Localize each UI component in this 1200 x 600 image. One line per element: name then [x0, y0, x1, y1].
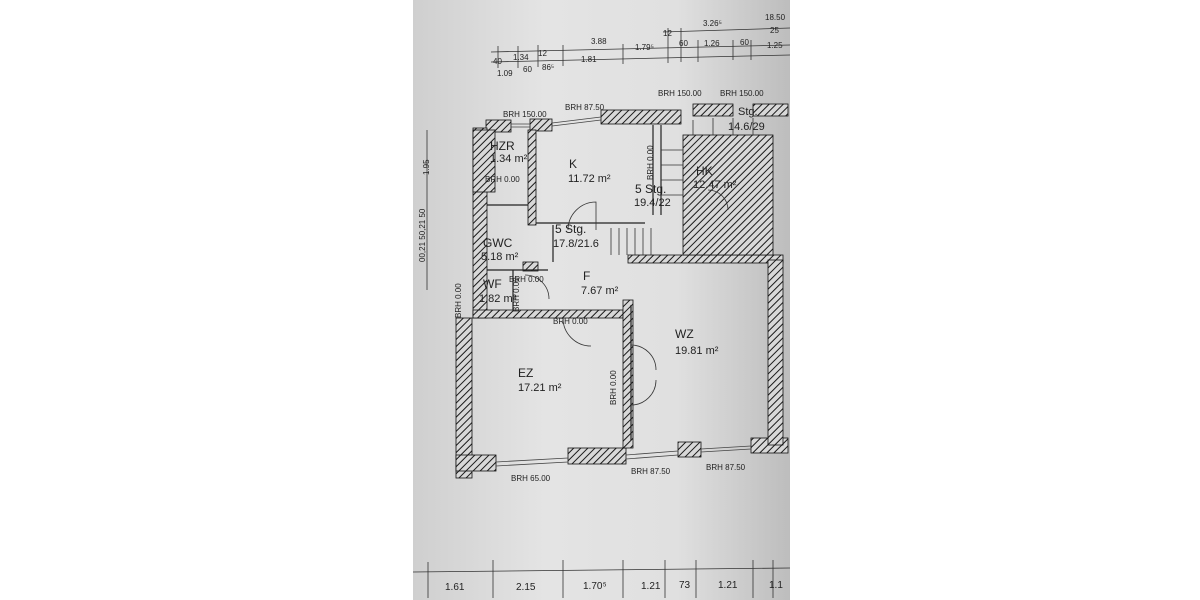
dim-top-6: 1.34 — [513, 53, 529, 62]
floor-plan-drawing: 3.26⁵ 18.50 12 25 40 1.34 12 3.88 1.79⁵ … — [413, 13, 790, 598]
stair-label-2: 5 Stg. — [555, 222, 586, 236]
stair-value-3: 14.6/29 — [728, 121, 765, 133]
dim-top-3: 12 — [663, 29, 672, 38]
dim-top-1: 3.26⁵ — [703, 19, 722, 28]
room-area-wf: 1.82 m² — [479, 293, 517, 305]
room-name-hzr: HZR — [490, 139, 515, 153]
dim-bottom-3: 1.70⁵ — [583, 581, 607, 592]
dim-top-2: 18.50 — [765, 13, 786, 22]
room-area-k: 11.72 m² — [568, 173, 611, 185]
dim-top-10: 60 — [679, 39, 688, 48]
dim-bottom-4: 1.21 — [641, 581, 661, 592]
room-name-k: K — [569, 157, 577, 171]
dim-top-15: 60 — [523, 65, 532, 74]
window-label-4: BRH 150.00 — [720, 89, 764, 98]
window-label-10: BRH 0.00 — [454, 283, 463, 318]
dim-bottom-2: 2.15 — [516, 582, 536, 593]
room-area-gwc: 5.18 m² — [481, 251, 519, 263]
dim-top-16: 86⁵ — [542, 63, 554, 72]
room-area-wz: 19.81 m² — [675, 345, 719, 357]
room-name-wf: WF — [483, 277, 502, 291]
dim-top-17: 1.81 — [581, 55, 597, 64]
window-label-12: BRH 65.00 — [511, 474, 551, 483]
dim-top-8: 3.88 — [591, 37, 607, 46]
window-label-9: BRH 0.00 — [646, 145, 655, 180]
dim-left-2: 00,21 50,21 50 — [418, 208, 427, 262]
dim-left-1: 1.95 — [422, 159, 431, 175]
stair-label-1: 5 Stg. — [635, 182, 666, 196]
stair-treads — [610, 118, 754, 255]
window-label-3: BRH 150.00 — [658, 89, 702, 98]
stair-label-3: Stg. — [738, 106, 758, 118]
dim-top-14: 1.09 — [497, 69, 513, 78]
room-name-f: F — [583, 269, 590, 283]
room-name-hk: HK — [696, 164, 713, 178]
interior-lines — [487, 125, 662, 440]
dim-top-11: 1.26 — [704, 39, 720, 48]
dim-bottom-1: 1.61 — [445, 582, 465, 593]
dim-top-9: 1.79⁵ — [635, 43, 654, 52]
dim-bottom-6: 1.21 — [718, 580, 738, 591]
window-label-5: BRH 0.00 — [485, 175, 520, 184]
room-name-ez: EZ — [518, 366, 533, 380]
room-area-ez: 17.21 m² — [518, 382, 562, 394]
floor-plan-photo: 3.26⁵ 18.50 12 25 40 1.34 12 3.88 1.79⁵ … — [413, 0, 790, 600]
dim-top-13: 1.25 — [767, 41, 783, 50]
room-area-hk: 12.47 m² — [693, 179, 737, 191]
top-dimension-chain — [490, 27, 790, 68]
bottom-dimension-chain — [413, 560, 790, 598]
window-label-1: BRH 150.00 — [503, 110, 547, 119]
door-swings — [524, 189, 729, 406]
room-name-wz: WZ — [675, 327, 694, 341]
window-label-14: BRH 87.50 — [706, 463, 746, 472]
window-label-8: BRH 0.00 — [609, 370, 618, 405]
room-area-hzr: 1.34 m² — [490, 153, 528, 165]
dim-top-12: 60 — [740, 38, 749, 47]
stair-value-1: 19.4/22 — [634, 197, 671, 209]
window-label-13: BRH 87.50 — [631, 467, 671, 476]
window-openings — [495, 116, 752, 467]
window-label-7: BRH 0.00 — [553, 317, 588, 326]
room-name-gwc: GWC — [483, 236, 513, 250]
dim-bottom-5: 73 — [679, 580, 691, 591]
dim-bottom-7: 1.1 — [769, 580, 783, 591]
window-label-2: BRH 87.50 — [565, 103, 605, 112]
stair-value-2: 17.8/21.6 — [553, 238, 599, 250]
room-area-f: 7.67 m² — [581, 285, 619, 297]
walls — [455, 103, 789, 479]
dim-top-7: 12 — [538, 49, 547, 58]
window-label-11: BRH 0.00 — [512, 277, 521, 312]
dim-top-5: 40 — [493, 57, 502, 66]
dim-top-4: 25 — [770, 26, 779, 35]
window-label-6: BRH 0.00 — [509, 275, 544, 284]
